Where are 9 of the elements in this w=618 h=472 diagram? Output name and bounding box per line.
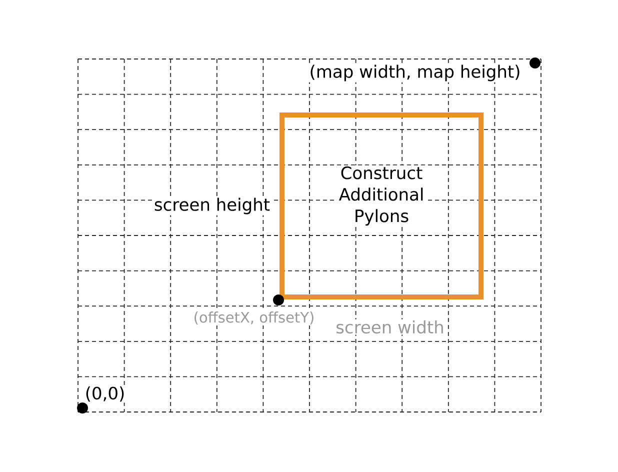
screen-rectangle: Construct Additional Pylons [280, 112, 484, 300]
coordinate-label: (map width, map height) [308, 64, 522, 82]
coordinate-label: (0,0) [84, 385, 126, 403]
dimension-label: screen width [334, 319, 446, 335]
point-dot [77, 402, 88, 414]
point-dot [530, 58, 540, 68]
point-dot [273, 294, 284, 306]
dimension-label: screen height [152, 196, 272, 216]
coordinate-label: (offsetX, offsetY) [192, 310, 316, 326]
